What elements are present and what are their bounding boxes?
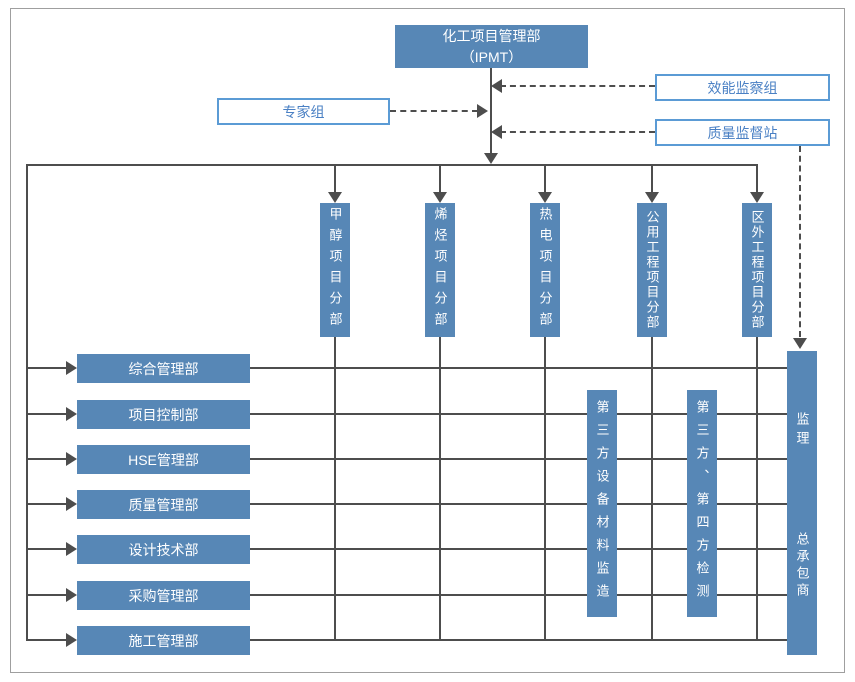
- node-supervisor-label: 监理: [794, 412, 810, 450]
- node-ipmt-root: 化工项目管理部 （IPMT）: [395, 25, 588, 68]
- connector-dept-row: [250, 548, 787, 550]
- node-division-thermal: 热电项目分部: [530, 203, 560, 337]
- connector-dept-row: [250, 458, 787, 460]
- connector-division-drop: [439, 164, 441, 193]
- connector-division-drop: [651, 164, 653, 193]
- arrowhead-dept-right: [66, 452, 77, 466]
- node-thirdparty-inspection: 第三方、第四方检测: [687, 390, 717, 617]
- node-division-offsite: 区外工程项目分部: [742, 203, 772, 337]
- node-division-methanol: 甲醇项目分部: [320, 203, 350, 337]
- node-dept-procurement: 采购管理部: [77, 581, 250, 610]
- arrowhead-division-down: [328, 192, 342, 203]
- arrowhead-dept-right: [66, 588, 77, 602]
- connector-division-tail: [334, 337, 336, 641]
- connector-division-drop: [334, 164, 336, 193]
- connector-quality-drop-dash: [799, 146, 801, 337]
- arrowhead-division-down: [750, 192, 764, 203]
- connector-dept-row: [250, 594, 787, 596]
- node-efficiency-group: 效能监察组: [655, 74, 830, 101]
- arrowhead-dept-right: [66, 497, 77, 511]
- node-dept-general-admin: 综合管理部: [77, 354, 250, 383]
- connector-division-tail: [756, 337, 758, 641]
- arrowhead-dept-right: [66, 361, 77, 375]
- arrowhead-efficiency-left: [491, 79, 502, 93]
- node-expert-group: 专家组: [217, 98, 390, 125]
- connector-dept-branch: [27, 413, 67, 415]
- node-dept-construction: 施工管理部: [77, 626, 250, 655]
- node-thirdparty-equipment-supervision: 第三方设备材料监造: [587, 390, 617, 617]
- diagram-border: [10, 8, 845, 673]
- node-ipmt-line1: 化工项目管理部: [442, 27, 541, 44]
- node-dept-quality: 质量管理部: [77, 490, 250, 519]
- arrowhead-root-down: [484, 153, 498, 164]
- arrowhead-dept-right: [66, 542, 77, 556]
- connector-efficiency-dash: [500, 85, 655, 87]
- node-contractor-label: 总承包商: [794, 532, 810, 600]
- connector-dept-branch: [27, 503, 67, 505]
- node-dept-hse: HSE管理部: [77, 445, 250, 474]
- connector-dept-row: [250, 413, 787, 415]
- connector-division-tail: [439, 337, 441, 641]
- arrowhead-division-down: [433, 192, 447, 203]
- connector-division-tail: [544, 337, 546, 641]
- connector-dept-row: [250, 639, 787, 641]
- connector-division-drop: [756, 164, 758, 193]
- arrowhead-division-down: [538, 192, 552, 203]
- arrowhead-supervisor-down: [793, 338, 807, 349]
- connector-division-drop: [544, 164, 546, 193]
- arrowhead-expert-right: [477, 104, 488, 118]
- connector-root-drop: [490, 67, 492, 155]
- arrowhead-quality-left: [491, 125, 502, 139]
- node-ipmt-line2: （IPMT）: [460, 48, 523, 65]
- node-dept-design-tech: 设计技术部: [77, 535, 250, 564]
- node-dept-project-control: 项目控制部: [77, 400, 250, 429]
- arrowhead-division-down: [645, 192, 659, 203]
- connector-distribution: [27, 164, 758, 166]
- connector-dept-branch: [27, 639, 67, 641]
- arrowhead-dept-right: [66, 407, 77, 421]
- node-division-olefin: 烯烃项目分部: [425, 203, 455, 337]
- connector-dept-branch: [27, 367, 67, 369]
- node-quality-station: 质量监督站: [655, 119, 830, 146]
- connector-dept-row: [250, 503, 787, 505]
- connector-dept-row: [250, 367, 787, 369]
- connector-dept-branch: [27, 548, 67, 550]
- node-supervisor-contractor: 监理 总承包商: [787, 351, 817, 655]
- connector-quality-dash: [500, 131, 655, 133]
- arrowhead-dept-right: [66, 633, 77, 647]
- connector-left-trunk: [26, 164, 28, 641]
- connector-dept-branch: [27, 594, 67, 596]
- connector-expert-dash: [390, 110, 478, 112]
- node-division-utilities: 公用工程项目分部: [637, 203, 667, 337]
- connector-division-tail: [651, 337, 653, 641]
- connector-dept-branch: [27, 458, 67, 460]
